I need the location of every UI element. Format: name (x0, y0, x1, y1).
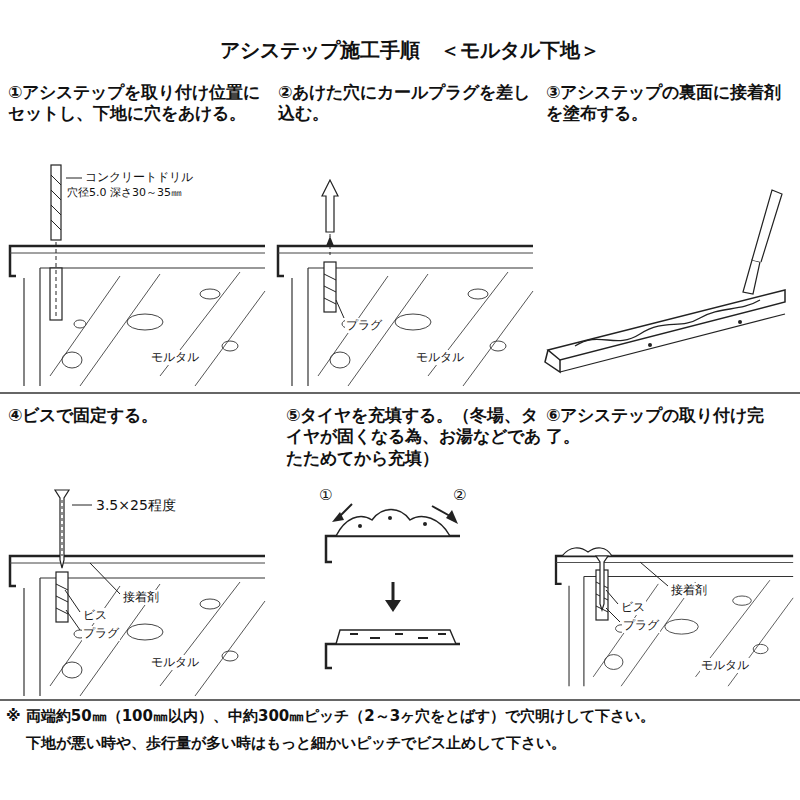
part-label: モルタル (150, 655, 200, 670)
step-instruction: ①アシステップを取り付け位置にセットし、下地に穴をあける。 (8, 82, 270, 125)
step-instruction: ②あけた穴にカールプラグを差し込む。 (278, 82, 540, 125)
part-label: モルタル (700, 658, 750, 673)
part-label: プラグ (82, 626, 120, 641)
dimension-label: 3.5×25程度 (95, 497, 177, 515)
part-label: モルタル (150, 350, 200, 365)
part-label: ビス (82, 608, 108, 623)
callout-number: ② (452, 486, 467, 505)
part-label: プラグ (345, 318, 383, 333)
footnote: ※ 両端約50㎜（100㎜以内）、中約300㎜ピッチ（2～3ヶ穴をとばす）で穴明… (6, 707, 796, 726)
part-label: プラグ (622, 618, 660, 633)
footnote: 下地が悪い時や、歩行量が多い時はもっと細かいピッチでビス止めして下さい。 (26, 734, 796, 753)
step-instruction: ③アシステップの裏面に接着剤を塗布する。 (546, 82, 796, 125)
part-label: コンクリートドリル (84, 170, 194, 185)
step-instruction: ⑤タイヤを充填する。（冬場、タイヤが固くなる為、お湯などであたためてから充填） (286, 405, 542, 469)
dimension-label: 穴径5.0 深さ30～35㎜ (66, 186, 183, 200)
part-label: モルタル (415, 350, 465, 365)
step-instruction: ⑥アシステップの取り付け完了。 (546, 405, 796, 448)
part-label: ビス (620, 600, 646, 615)
callout-number: ① (318, 486, 333, 505)
part-label: 接着剤 (670, 583, 708, 598)
diagram-title: アシステップ施工手順 ＜モルタル下地＞ (60, 38, 760, 63)
part-label: 接着剤 (122, 590, 160, 605)
step-instruction: ④ビスで固定する。 (8, 405, 270, 426)
